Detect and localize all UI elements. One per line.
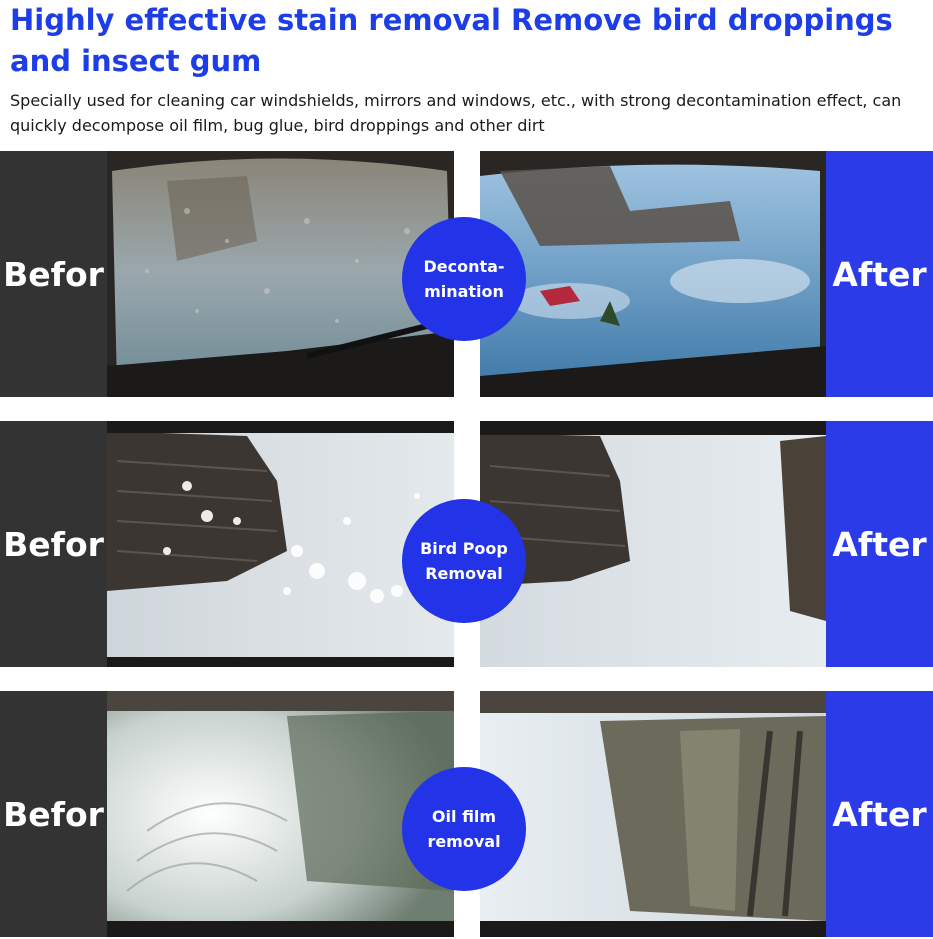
after-photo-clean-windshield bbox=[480, 691, 826, 937]
badge-oil-film-removal: Oil film removal bbox=[402, 767, 526, 891]
badge-text: Bird Poop Removal bbox=[420, 539, 508, 583]
before-label: Befor bbox=[0, 691, 107, 937]
comparison-oil-film-removal: Befor bbox=[0, 691, 933, 937]
badge-text: Oil film removal bbox=[427, 807, 501, 851]
after-label: After bbox=[826, 151, 933, 397]
comparison-decontamination: Befor bbox=[0, 151, 933, 397]
before-label: Befor bbox=[0, 151, 107, 397]
description: Specially used for cleaning car windshie… bbox=[10, 91, 902, 135]
before-photo-oil-film bbox=[107, 691, 454, 937]
before-photo-bird-droppings bbox=[107, 421, 454, 667]
badge-bird-poop-removal: Bird Poop Removal bbox=[402, 499, 526, 623]
badge-text: Deconta- mination bbox=[423, 257, 505, 301]
after-photo-clean-windshield bbox=[480, 151, 826, 397]
after-label: After bbox=[826, 691, 933, 937]
headline: Highly effective stain removal Remove bi… bbox=[10, 3, 893, 78]
badge-decontamination: Deconta- mination bbox=[402, 217, 526, 341]
after-label: After bbox=[826, 421, 933, 667]
before-photo-dirty-windshield bbox=[107, 151, 454, 397]
after-photo-clean-windshield bbox=[480, 421, 826, 667]
before-label: Befor bbox=[0, 421, 107, 667]
comparison-bird-poop-removal: Befor bbox=[0, 421, 933, 667]
